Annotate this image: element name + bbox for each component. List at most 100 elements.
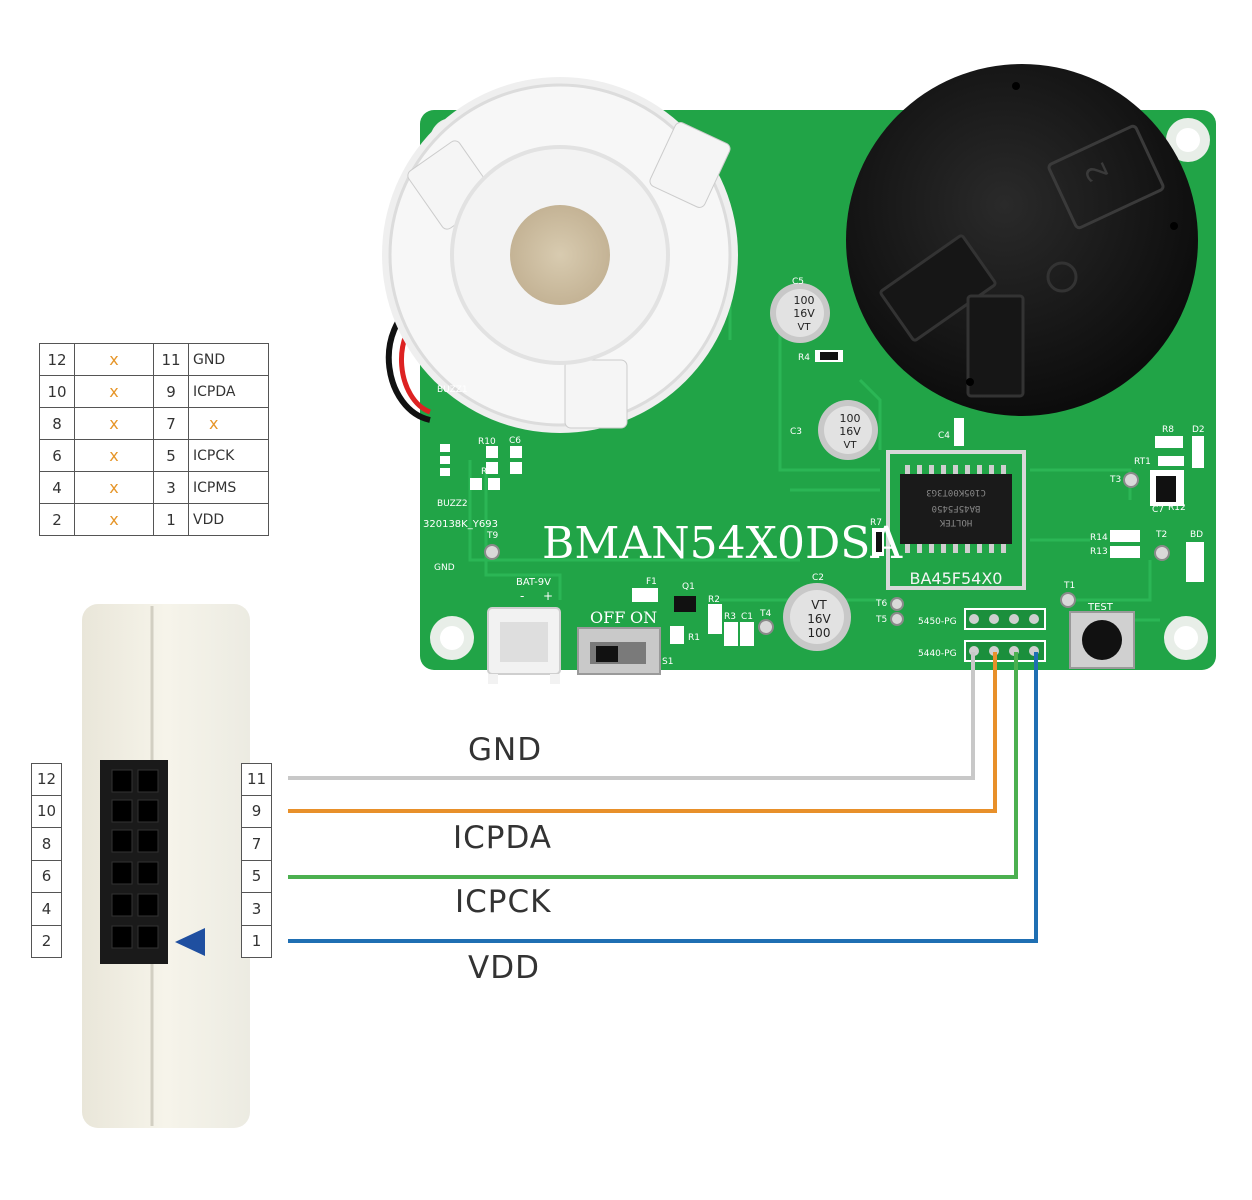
- pin-unused-mark: x: [74, 503, 154, 536]
- silkscreen: BMAN54X0DSA 320138K_Y693 BUZZ1 BUZZ2 GND…: [423, 277, 1205, 667]
- pin-number: 8: [31, 828, 62, 861]
- svg-text:R13: R13: [1090, 547, 1108, 557]
- smd-parts: [440, 350, 1204, 646]
- svg-text:100: 100: [794, 294, 815, 307]
- smoke-sensor: 2: [846, 64, 1198, 416]
- pin-number: 7: [153, 407, 189, 440]
- mounting-hole: [1164, 616, 1208, 660]
- vdd-wire: [288, 652, 1038, 943]
- svg-text:R7: R7: [870, 518, 882, 528]
- test-points: [484, 472, 1170, 635]
- svg-text:R12: R12: [1168, 503, 1186, 513]
- connector-left-pin-numbers: 12 10 8 6 4 2: [31, 763, 62, 958]
- mounting-hole: [430, 616, 474, 660]
- pin-number: 12: [39, 343, 75, 376]
- capacitor-c5: 100 16V VT: [770, 283, 830, 343]
- svg-text:T1: T1: [1063, 581, 1075, 591]
- svg-text:T2: T2: [1155, 530, 1167, 540]
- svg-text:16V: 16V: [793, 307, 815, 320]
- svg-text:R8: R8: [1162, 425, 1174, 435]
- capacitor-c3: 100 16V VT: [818, 400, 878, 460]
- svg-text:VT: VT: [844, 440, 858, 451]
- pin-number: 2: [31, 925, 62, 958]
- svg-text:R14: R14: [1090, 533, 1108, 543]
- svg-text:R4: R4: [798, 353, 810, 363]
- svg-text:C4: C4: [938, 431, 950, 441]
- board-code: 320138K_Y693: [423, 519, 498, 530]
- pin-number: 3: [153, 471, 189, 504]
- pin-number: 10: [31, 795, 62, 828]
- pin-number: 5: [241, 860, 272, 893]
- svg-text:RT1: RT1: [1134, 457, 1151, 467]
- svg-text:T9: T9: [486, 531, 498, 541]
- svg-text:HOLTEK: HOLTEK: [939, 517, 972, 527]
- svg-text:R2: R2: [708, 595, 720, 605]
- svg-text:16V: 16V: [839, 425, 861, 438]
- svg-text:C3: C3: [790, 427, 802, 437]
- svg-text:S1: S1: [662, 657, 673, 667]
- svg-text:TEST: TEST: [1087, 602, 1114, 613]
- pin-number: 7: [241, 828, 272, 861]
- svg-text:T3: T3: [1109, 475, 1121, 485]
- svg-text:T5: T5: [875, 615, 887, 625]
- pin-table-row: 8 x 7 x: [39, 407, 269, 440]
- pin-number: 1: [241, 925, 272, 958]
- power-switch: [577, 627, 661, 675]
- test-button: [1069, 611, 1135, 669]
- icpck-wire: [288, 652, 1018, 879]
- programmer-device: [82, 604, 250, 1128]
- vdd-label: VDD: [468, 950, 540, 986]
- svg-text:BD: BD: [1190, 530, 1203, 540]
- svg-text:C5: C5: [792, 277, 804, 287]
- svg-text:100: 100: [808, 626, 831, 640]
- pin-unused-mark: x: [74, 343, 154, 376]
- svg-text:R10: R10: [478, 437, 496, 447]
- header-5440-pg: [964, 640, 1046, 662]
- svg-text:BA45F5450: BA45F5450: [932, 503, 981, 513]
- capacitor-c2: VT 16V 100: [783, 583, 851, 651]
- header-5450-pg: [964, 608, 1046, 630]
- svg-text:BUZZ2: BUZZ2: [437, 499, 468, 509]
- mcu-chip: C105K00T3G3 BA45F5450 HOLTEK BA45F54X0: [886, 450, 1026, 590]
- connector-pins: [111, 769, 159, 949]
- wires: [288, 652, 1038, 943]
- piezo-buzzer: [382, 77, 738, 433]
- svg-text:OFF: OFF: [590, 608, 625, 627]
- svg-text:C6: C6: [509, 436, 521, 446]
- gnd-label: GND: [468, 732, 543, 768]
- pin-signal: VDD: [188, 503, 269, 536]
- icpck-label: ICPCK: [455, 884, 552, 920]
- smd-bodies: [674, 352, 1176, 612]
- mounting-hole: [1166, 118, 1210, 162]
- pin-table-row: 2 x 1 VDD: [39, 503, 269, 536]
- pin-number: 3: [241, 893, 272, 926]
- svg-text:VT: VT: [798, 322, 812, 333]
- gnd-wire: [288, 652, 975, 780]
- pin-number: 11: [241, 763, 272, 796]
- pin1-indicator-arrow: [175, 928, 205, 956]
- svg-text:BAT-9V: BAT-9V: [516, 577, 551, 588]
- svg-text:BUZZ1: BUZZ1: [437, 385, 468, 395]
- board-title: BMAN54X0DSA: [542, 518, 903, 569]
- icpda-label: ICPDA: [453, 820, 553, 856]
- svg-text:-: -: [520, 589, 524, 603]
- chip-label: BA45F54X0: [910, 569, 1003, 588]
- pin-number: 10: [39, 375, 75, 408]
- pin-unused-mark: x: [188, 407, 269, 440]
- svg-text:ON: ON: [630, 608, 657, 627]
- pin-number: 4: [31, 893, 62, 926]
- svg-text:C1: C1: [741, 612, 753, 622]
- connector-right-pin-numbers: 11 9 7 5 3 1: [241, 763, 272, 958]
- pin-table: 12 x 11 GND 10 x 9 ICPDA 8 x 7 x 6 x 5 I…: [39, 343, 269, 536]
- pin-number: 6: [31, 860, 62, 893]
- svg-text:GND: GND: [434, 563, 455, 573]
- svg-text:T6: T6: [875, 599, 887, 609]
- svg-text:5450-PG: 5450-PG: [918, 617, 957, 627]
- svg-text:C105K00T3G3: C105K00T3G3: [926, 487, 986, 497]
- svg-text:VT: VT: [811, 598, 827, 612]
- svg-text:Q1: Q1: [682, 582, 695, 592]
- svg-text:+: +: [543, 589, 553, 603]
- pin-number: 9: [241, 795, 272, 828]
- svg-text:16V: 16V: [807, 612, 831, 626]
- pin-number: 12: [31, 763, 62, 796]
